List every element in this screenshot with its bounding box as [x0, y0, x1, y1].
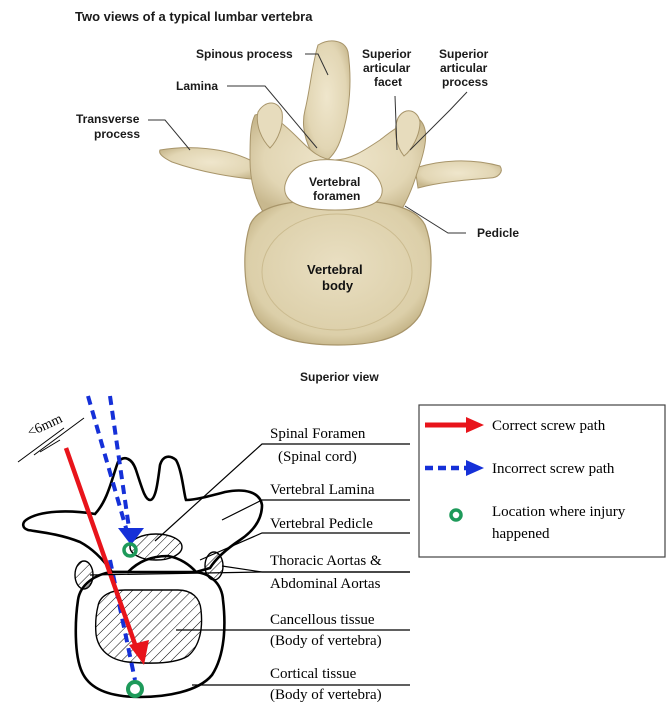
spinal-foramen [130, 534, 182, 560]
legend-injury-label-2: happened [492, 526, 550, 542]
spinous-process [303, 41, 350, 165]
right-transverse-process [415, 161, 501, 188]
label-spinal-foramen-2: (Spinal cord) [278, 449, 357, 465]
label-spinous-process: Spinous process [196, 47, 293, 61]
bottom-labels: Spinal Foramen (Spinal cord) Vertebral L… [270, 426, 382, 703]
label-cortical-2: (Body of vertebra) [270, 687, 382, 703]
label-superior-articular-process-2: articular [440, 61, 488, 75]
legend-incorrect-label: Incorrect screw path [492, 461, 615, 477]
label-aortas-2: Abdominal Aortas [270, 576, 381, 592]
label-superior-articular-facet-3: facet [374, 75, 402, 89]
legend-injury-label-1: Location where injury [492, 504, 626, 520]
label-vertebral-pedicle: Vertebral Pedicle [270, 516, 373, 532]
top-figure-title: Two views of a typical lumbar vertebra [75, 9, 313, 24]
label-vertebral-body-2: body [322, 278, 354, 293]
legend: Correct screw path Incorrect screw path … [419, 405, 665, 557]
label-pedicle: Pedicle [477, 226, 519, 240]
label-vertebral-foramen-2: foramen [313, 189, 360, 203]
label-vertebral-body-1: Vertebral [307, 262, 363, 277]
label-spinal-foramen-1: Spinal Foramen [270, 426, 366, 442]
label-transverse-process-2: process [94, 127, 140, 141]
label-aortas-1: Thoracic Aortas & [270, 553, 382, 569]
label-superior-articular-process-1: Superior [439, 47, 489, 61]
top-figure-caption: Superior view [300, 370, 379, 384]
label-superior-articular-facet-2: articular [363, 61, 411, 75]
label-cancellous-2: (Body of vertebra) [270, 633, 382, 649]
legend-correct-label: Correct screw path [492, 418, 606, 434]
left-transverse-process [160, 148, 262, 180]
label-superior-articular-facet-1: Superior [362, 47, 412, 61]
label-vertebral-foramen-1: Vertebral [309, 175, 360, 189]
cancellous-region [96, 590, 202, 663]
label-vertebral-lamina: Vertebral Lamina [270, 482, 375, 498]
label-cancellous-1: Cancellous tissue [270, 612, 375, 628]
label-lamina: Lamina [176, 79, 218, 93]
label-transverse-process-1: Transverse [76, 112, 140, 126]
label-superior-articular-process-3: process [442, 75, 488, 89]
injury-marker-cortical [128, 682, 142, 696]
label-cortical-1: Cortical tissue [270, 666, 357, 682]
